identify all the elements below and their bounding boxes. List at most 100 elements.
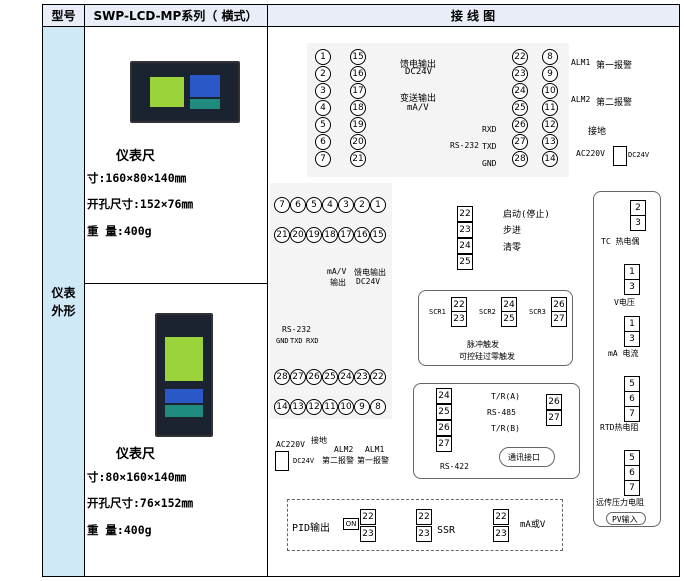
scr-label: SCR3 [529,308,546,316]
pv-caption-box: PV输入 [606,512,646,525]
tr-a-label: T/R(A) [491,392,520,401]
terminal: 7 [624,480,640,496]
terminal: 24 [338,369,354,385]
terminal: 20 [350,134,366,150]
v-out1b: 输出 [330,278,346,287]
terminal: 28 [512,151,528,167]
terminal: 7 [274,197,290,213]
terminal: 18 [322,227,338,243]
gnd-label: GND [482,159,497,168]
terminal: 6 [624,391,640,407]
dc-terminal [613,146,627,166]
pid-label: PID输出 [292,523,331,534]
v-alm2-text: 第二报警 [322,456,354,465]
alm2-label: ALM2 [571,95,591,104]
horizontal-cutout: 开孔尺寸:152×76㎜ [87,197,193,211]
terminal: 27 [290,369,306,385]
vertical-weight: 重 量:400g [87,523,152,537]
divider [84,283,267,284]
ssr-label: SSR [437,525,456,536]
terminal: 23 [457,222,473,238]
horizontal-size: 寸:160×80×140㎜ [87,171,187,185]
terminal: 17 [350,83,366,99]
terminal: 26 [512,117,528,133]
terminal: 16 [354,227,370,243]
terminal: 25 [457,254,473,270]
divider [267,5,268,576]
terminal: 9 [542,66,558,82]
side-label: 仪表外形 [43,27,84,576]
terminal: 27 [546,410,562,426]
terminal: 6 [315,134,331,150]
header-series: SWP-LCD-MP系列（ 横式） [84,5,267,27]
ma-v-label: mA或V [520,520,546,530]
terminal: 2 [630,200,646,216]
terminal: 14 [274,399,290,415]
v-ac: AC220V [276,440,305,449]
terminal: 21 [274,227,290,243]
terminal: 27 [551,311,567,327]
terminal: 3 [624,279,640,295]
start-stop-label: 启动(停止) [503,210,550,220]
terminal: 13 [290,399,306,415]
terminal: 25 [322,369,338,385]
scr-label: SCR1 [429,308,446,316]
terminal: 19 [306,227,322,243]
vertical-size: 寸:80×160×140㎜ [87,470,187,484]
v-gnd: GND [276,337,289,345]
terminal: 10 [542,83,558,99]
pv-v: V电压 [614,298,635,307]
v-out2b: DC24V [356,277,381,286]
terminal: 23 [354,369,370,385]
txd-label: TXD [482,142,497,151]
terminal: 22 [457,206,473,222]
header-model: 型号 [43,5,84,27]
terminal: 11 [322,399,338,415]
header-wiring: 接 线 图 [267,5,679,27]
terminal: 4 [315,100,331,116]
terminal: 4 [322,197,338,213]
rs485-label: RS-485 [487,408,516,417]
terminal: 23 [451,311,467,327]
alm1-text: 第一报警 [596,61,633,71]
terminal: 1 [315,49,331,65]
pv-ma: mA 电流 [608,349,639,358]
rxd-label: RXD [482,125,497,134]
rs422-label: RS-422 [440,462,469,471]
terminal: 8 [370,399,386,415]
terminal: 22 [512,49,528,65]
terminal: 6 [624,465,640,481]
terminal: 1 [624,264,640,280]
terminal: 24 [457,238,473,254]
terminal: 5 [306,197,322,213]
v-rxd: RXD [306,337,319,345]
ground-label: 接地 [588,127,607,137]
terminal: 7 [315,151,331,167]
scr-caption-2: 可控硅过零触发 [459,352,515,361]
terminal: 6 [290,197,306,213]
alm2-text: 第二报警 [596,98,633,108]
terminal: 19 [350,117,366,133]
terminal: 23 [512,66,528,82]
terminal: 28 [274,369,290,385]
v-dc-terminal [275,451,289,471]
feed-voltage: DC24V [405,67,433,77]
ac-label: AC220V [576,149,605,158]
terminal: 11 [542,100,558,116]
terminal: 16 [350,66,366,82]
terminal: 26 [306,369,322,385]
vertical-size-label: 仪表尺 [116,447,156,462]
terminal: 22 [370,369,386,385]
terminal: 23 [360,526,376,542]
terminal: 26 [436,420,452,436]
horizontal-weight: 重 量:400g [87,224,152,238]
vertical-meter-image [155,313,213,437]
terminal: 12 [306,399,322,415]
v-txd: TXD [290,337,303,345]
terminal: 23 [493,526,509,542]
pv-rtd: RTD热电阻 [600,423,639,432]
